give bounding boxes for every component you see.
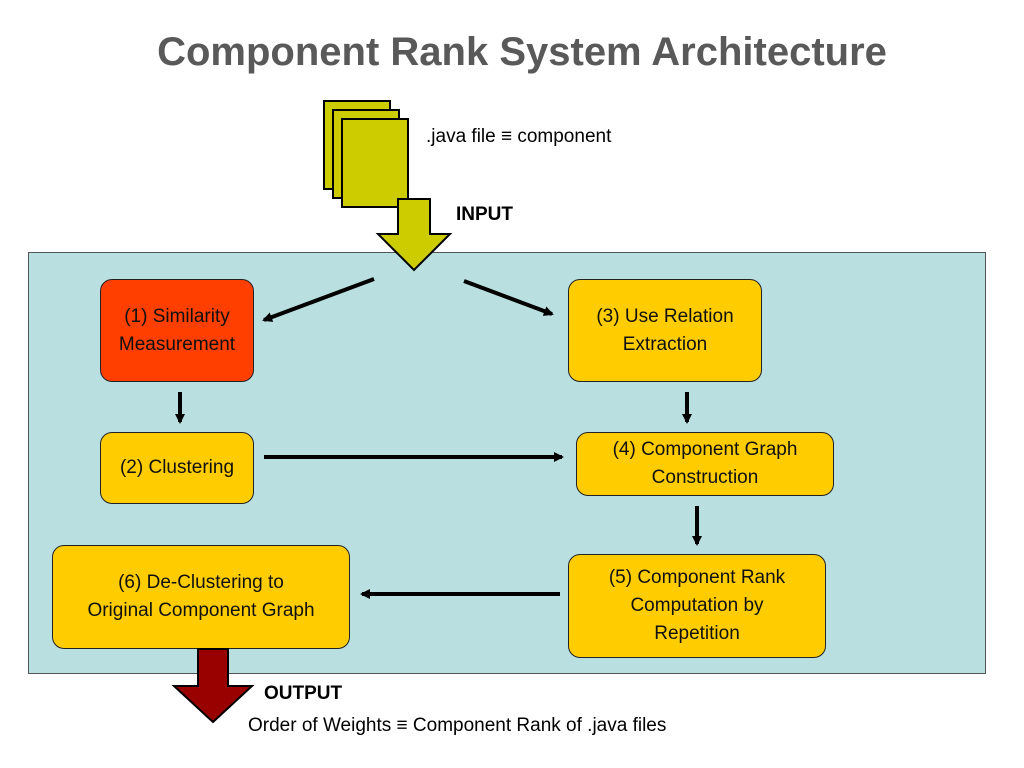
step-clustering: (2) Clustering	[100, 432, 254, 504]
file-definition-label: .java file ≡ component	[426, 126, 612, 147]
output-arrow	[171, 648, 255, 724]
input-arrow	[375, 198, 453, 272]
step-component-graph-construction: (4) Component Graph Construction	[576, 432, 834, 496]
step-component-rank-computation: (5) Component Rank Computation by Repeti…	[568, 554, 826, 658]
step-use-relation-extraction: (3) Use Relation Extraction	[568, 279, 762, 382]
arrow-to-similarity	[262, 277, 375, 322]
input-label: INPUT	[456, 204, 513, 225]
output-label: OUTPUT	[264, 683, 343, 704]
step-similarity-measurement: (1) Similarity Measurement	[100, 279, 254, 382]
arrow-to-use-relation	[463, 279, 554, 316]
step-de-clustering: (6) De-Clustering to Original Component …	[52, 545, 350, 649]
page-title: Component Rank System Architecture	[157, 30, 887, 74]
document-front	[341, 118, 409, 208]
output-result-label: Order of Weights ≡ Component Rank of .ja…	[248, 715, 667, 736]
